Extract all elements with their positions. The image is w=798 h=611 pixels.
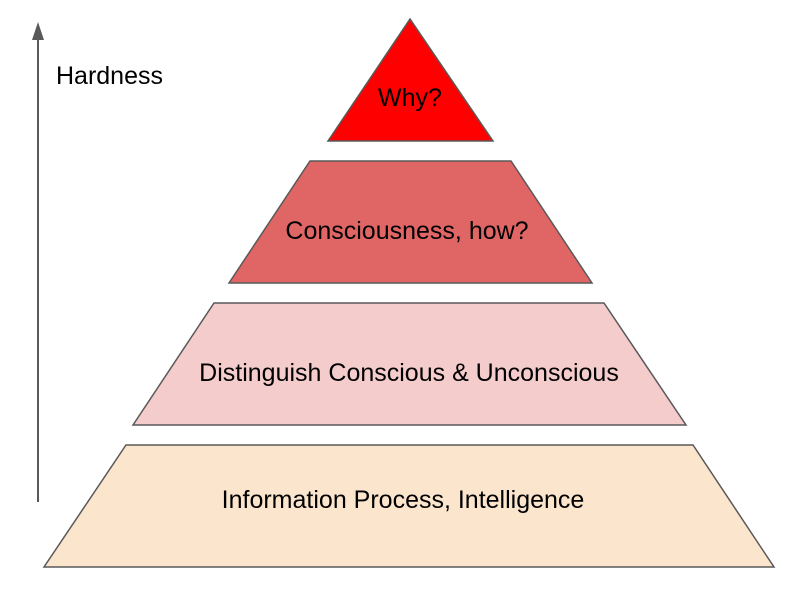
pyramid-tier-shape [326,17,495,142]
pyramid-tier-label: Why? [378,84,442,112]
pyramid-tier-label: Consciousness, how? [285,217,528,245]
pyramid-tier-information-process: Information Process, Intelligence [42,444,776,568]
pyramid-tier-distinguish: Distinguish Conscious & Unconscious [131,302,688,426]
hardness-axis-arrowhead [32,22,44,40]
pyramid-tier-consciousness-how: Consciousness, how? [227,160,594,284]
pyramid-tier-label: Information Process, Intelligence [222,486,585,514]
hardness-axis-label: Hardness [56,62,163,90]
pyramid-tier-shape [227,160,594,284]
hardness-axis [32,22,44,502]
pyramid-tier-why: Why? [326,17,495,142]
pyramid-tier-shape [42,444,776,568]
pyramid-tier-shape [131,302,688,426]
pyramid-tier-label: Distinguish Conscious & Unconscious [199,359,619,387]
